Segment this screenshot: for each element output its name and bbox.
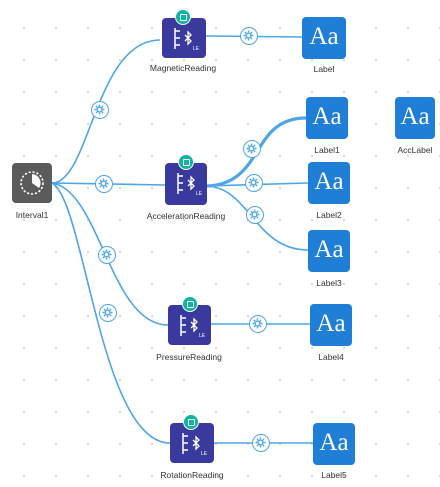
- svg-text:LE: LE: [201, 451, 208, 457]
- pressure-reading-caption: PressureReading: [156, 352, 222, 362]
- component-badge-icon: [178, 154, 194, 170]
- label4-node[interactable]: Aa: [310, 304, 352, 346]
- connector-gear-icon[interactable]: [252, 434, 270, 452]
- timer-icon: [20, 171, 44, 195]
- label-node[interactable]: Aa: [302, 17, 346, 59]
- connector-gear-icon[interactable]: [98, 246, 116, 264]
- component-badge-icon: [175, 9, 191, 25]
- rotation-reading-caption: RotationReading: [160, 470, 224, 480]
- acceleration-reading-caption: AccelerationReading: [146, 211, 226, 221]
- label1-node[interactable]: Aa: [306, 97, 348, 139]
- interval-node[interactable]: [12, 163, 52, 203]
- svg-text:LE: LE: [196, 191, 203, 197]
- label5-node[interactable]: Aa: [313, 423, 355, 465]
- bluetooth-sensor-icon: LE: [182, 433, 208, 457]
- label-caption: Label: [313, 64, 335, 74]
- connector-gear-icon[interactable]: [249, 315, 267, 333]
- connector-gear-icon[interactable]: [95, 175, 113, 193]
- text-label-icon: Aa: [309, 23, 339, 50]
- bluetooth-sensor-icon: LE: [174, 28, 200, 52]
- acclabel-caption: AccLabel: [397, 145, 433, 155]
- component-badge-icon: [182, 296, 198, 312]
- label2-node[interactable]: Aa: [308, 162, 350, 204]
- acclabel-node[interactable]: Aa: [395, 97, 435, 139]
- label4-caption: Label4: [318, 352, 344, 362]
- text-label-icon: Aa: [314, 168, 344, 195]
- label3-caption: Label3: [316, 278, 342, 288]
- connector-gear-icon[interactable]: [99, 304, 117, 322]
- connector-gear-icon[interactable]: [240, 27, 258, 45]
- text-label-icon: Aa: [316, 310, 346, 337]
- label5-caption: Label5: [321, 470, 347, 480]
- text-label-icon: Aa: [314, 236, 344, 263]
- text-label-icon: Aa: [400, 103, 430, 130]
- label3-node[interactable]: Aa: [308, 230, 350, 272]
- text-label-icon: Aa: [312, 103, 342, 130]
- connector-gear-icon[interactable]: [243, 140, 261, 158]
- svg-text:LE: LE: [193, 46, 200, 52]
- acceleration-reading-node[interactable]: LE: [165, 163, 207, 205]
- text-label-icon: Aa: [319, 429, 349, 456]
- interval-caption: Interval1: [15, 210, 49, 220]
- connector-gear-icon[interactable]: [245, 174, 263, 192]
- bluetooth-sensor-icon: LE: [180, 315, 206, 339]
- label2-caption: Label2: [316, 210, 342, 220]
- bluetooth-sensor-icon: LE: [177, 173, 203, 197]
- connector-gear-icon[interactable]: [91, 101, 109, 119]
- component-badge-icon: [183, 414, 199, 430]
- label1-caption: Label1: [314, 145, 340, 155]
- svg-text:LE: LE: [199, 333, 206, 339]
- connector-gear-icon[interactable]: [246, 206, 264, 224]
- wire-interval-rotation: [51, 182, 171, 444]
- magnetic-reading-caption: MagneticReading: [149, 63, 217, 73]
